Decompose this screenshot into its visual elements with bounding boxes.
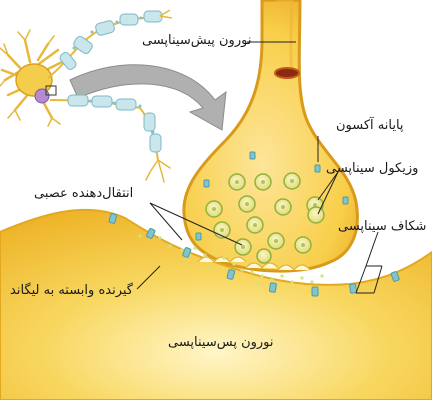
label-neurotransmitter: انتقال‌دهنده عصبی	[34, 186, 134, 201]
terminal-membrane-proteins	[195, 151, 349, 241]
leader-lines	[136, 41, 383, 294]
label-synaptic-cleft: شکاف سیناپسی	[338, 219, 427, 234]
label-postsynaptic-neuron: نورون پس‌سیناپسی	[168, 335, 274, 350]
zoom-arrow	[69, 64, 227, 131]
label-axon-terminal: پایانه آکسون	[336, 118, 404, 133]
label-presynaptic-neuron: نورون پیش‌سیناپسی	[142, 33, 252, 48]
label-ligand-gated-receptor: گیرنده وابسته به لیگاند	[10, 283, 133, 298]
released-neurotransmitter	[197, 256, 311, 271]
neuron-illustration	[0, 9, 173, 183]
nucleus	[34, 88, 50, 104]
ligand-gated-receptors	[108, 213, 400, 297]
label-synaptic-vesicle: وزیکول سیناپسی	[326, 161, 419, 176]
axon-cut-end	[274, 67, 300, 79]
